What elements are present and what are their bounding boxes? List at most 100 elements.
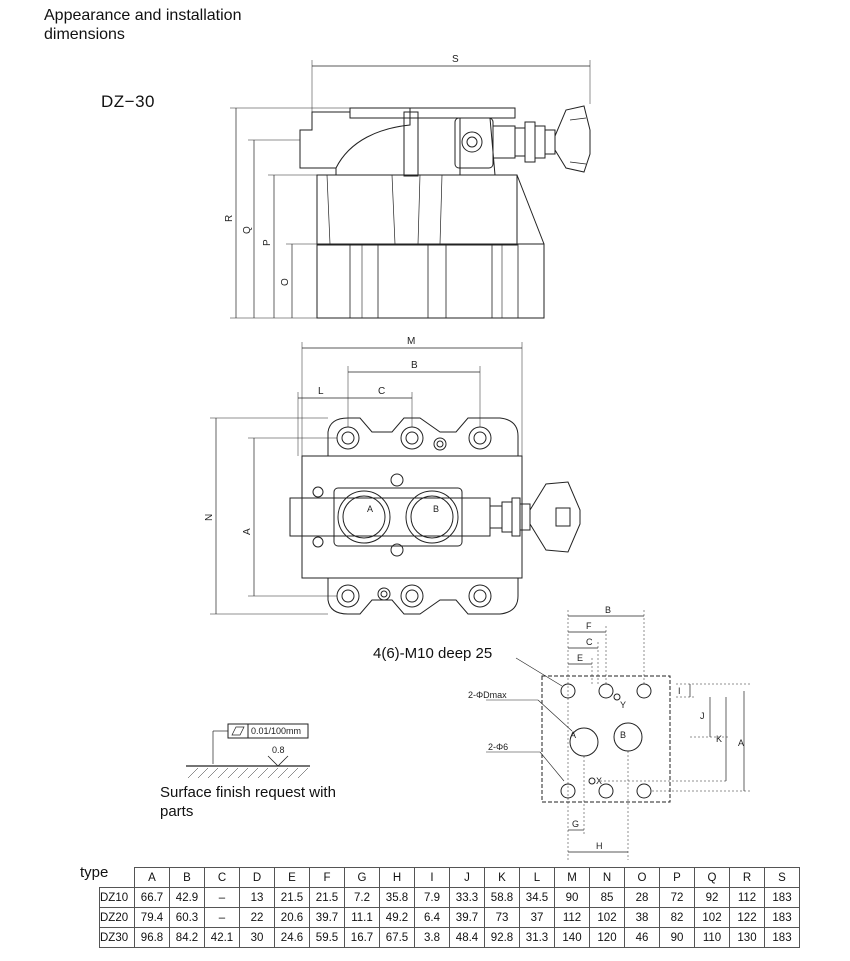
table-column-header: Q — [694, 867, 730, 888]
surface-finish-symbol — [186, 723, 310, 779]
table-cell: 102 — [589, 907, 625, 928]
table-cell: 67.5 — [379, 927, 415, 948]
phi6-label: 2-Φ6 — [488, 742, 508, 752]
table-cell: 82 — [659, 907, 695, 928]
table-row-type: DZ20 — [99, 907, 135, 928]
thread-note: 4(6)-M10 deep 25 — [373, 645, 493, 662]
dim-label-q: Q — [242, 226, 253, 234]
table-cell: 183 — [764, 907, 800, 928]
table-cell: 183 — [764, 887, 800, 908]
mount-dim-c: C — [586, 637, 593, 647]
table-cell: 22 — [239, 907, 275, 928]
table-cell: 39.7 — [449, 907, 485, 928]
mount-dim-e: E — [577, 653, 583, 663]
table-cell: 38 — [624, 907, 660, 928]
table-row-type: DZ10 — [99, 887, 135, 908]
table-column-header: D — [239, 867, 275, 888]
side-view-labels: S R Q P O — [224, 54, 459, 286]
table-cell: 46 — [624, 927, 660, 948]
table-column-header: M — [554, 867, 590, 888]
dim-label-r: R — [224, 215, 235, 222]
table-cell: 96.8 — [134, 927, 170, 948]
table-column-header: P — [659, 867, 695, 888]
table-cell: 6.4 — [414, 907, 450, 928]
table-cell: 183 — [764, 927, 800, 948]
table-cell: 13 — [239, 887, 275, 908]
table-column-header: N — [589, 867, 625, 888]
dim-label-m: M — [407, 336, 415, 347]
mount-dim-i: I — [678, 686, 681, 696]
dim-label-a: A — [242, 528, 253, 535]
type-label: type — [80, 864, 109, 881]
dim-label-s: S — [452, 54, 459, 65]
mounting-labels: 2-ΦDmax 2-Φ6 X Y A B B F C E I J K A G H — [468, 605, 744, 851]
table-cell: 42.9 — [169, 887, 205, 908]
dim-label-o: O — [280, 278, 291, 286]
table-cell: 122 — [729, 907, 765, 928]
table-cell: 7.2 — [344, 887, 380, 908]
table-column-header: S — [764, 867, 800, 888]
table-cell: 102 — [694, 907, 730, 928]
table-cell: 3.8 — [414, 927, 450, 948]
table-cell: 11.1 — [344, 907, 380, 928]
table-cell: 59.5 — [309, 927, 345, 948]
dim-label-l: L — [318, 386, 324, 397]
table-column-header: G — [344, 867, 380, 888]
surface-finish-note: Surface finish request with parts — [160, 784, 336, 820]
table-cell: 90 — [659, 927, 695, 948]
table-cell: 120 — [589, 927, 625, 948]
table-cell: 30 — [239, 927, 275, 948]
table-column-header: C — [204, 867, 240, 888]
dim-label-b: B — [411, 360, 418, 371]
table-cell: 39.7 — [309, 907, 345, 928]
table-cell: 24.6 — [274, 927, 310, 948]
table-cell: 84.2 — [169, 927, 205, 948]
x-port-label: X — [596, 776, 602, 786]
table-cell: 130 — [729, 927, 765, 948]
table-cell: 90 — [554, 887, 590, 908]
mount-port-a: A — [570, 730, 576, 740]
dim-label-p: P — [262, 239, 273, 246]
mount-dim-k: K — [716, 734, 722, 744]
finish-labels: 0.01/100mm 0.8 — [251, 726, 301, 755]
table-corner — [100, 868, 135, 888]
table-cell: 79.4 — [134, 907, 170, 928]
table-column-header: J — [449, 867, 485, 888]
table-cell: 34.5 — [519, 887, 555, 908]
port-label-b: B — [433, 504, 439, 514]
table-cell: 31.3 — [519, 927, 555, 948]
side-view — [230, 60, 591, 319]
table-cell: 21.5 — [309, 887, 345, 908]
table-column-header: H — [379, 867, 415, 888]
table-cell: 49.2 — [379, 907, 415, 928]
table-column-header: I — [414, 867, 450, 888]
mount-dim-g: G — [572, 819, 579, 829]
flatness-value: 0.01/100mm — [251, 726, 301, 736]
table-cell: 112 — [554, 907, 590, 928]
top-view — [210, 342, 581, 615]
dim-label-n: N — [204, 514, 215, 521]
table-cell: 73 — [484, 907, 520, 928]
table-cell: 112 — [729, 887, 765, 908]
table-cell: 21.5 — [274, 887, 310, 908]
mount-dim-f: F — [586, 621, 592, 631]
top-view-labels: M B L C N A A B — [204, 336, 439, 535]
table-cell: 140 — [554, 927, 590, 948]
mount-port-b: B — [620, 730, 626, 740]
table-cell: – — [204, 907, 240, 928]
table-cell: 66.7 — [134, 887, 170, 908]
table-cell: 60.3 — [169, 907, 205, 928]
dmax-label: 2-ΦDmax — [468, 690, 507, 700]
table-cell: 42.1 — [204, 927, 240, 948]
port-label-a: A — [367, 504, 373, 514]
mount-dim-b: B — [605, 605, 611, 615]
table-column-header: L — [519, 867, 555, 888]
y-port-label: Y — [620, 700, 626, 710]
